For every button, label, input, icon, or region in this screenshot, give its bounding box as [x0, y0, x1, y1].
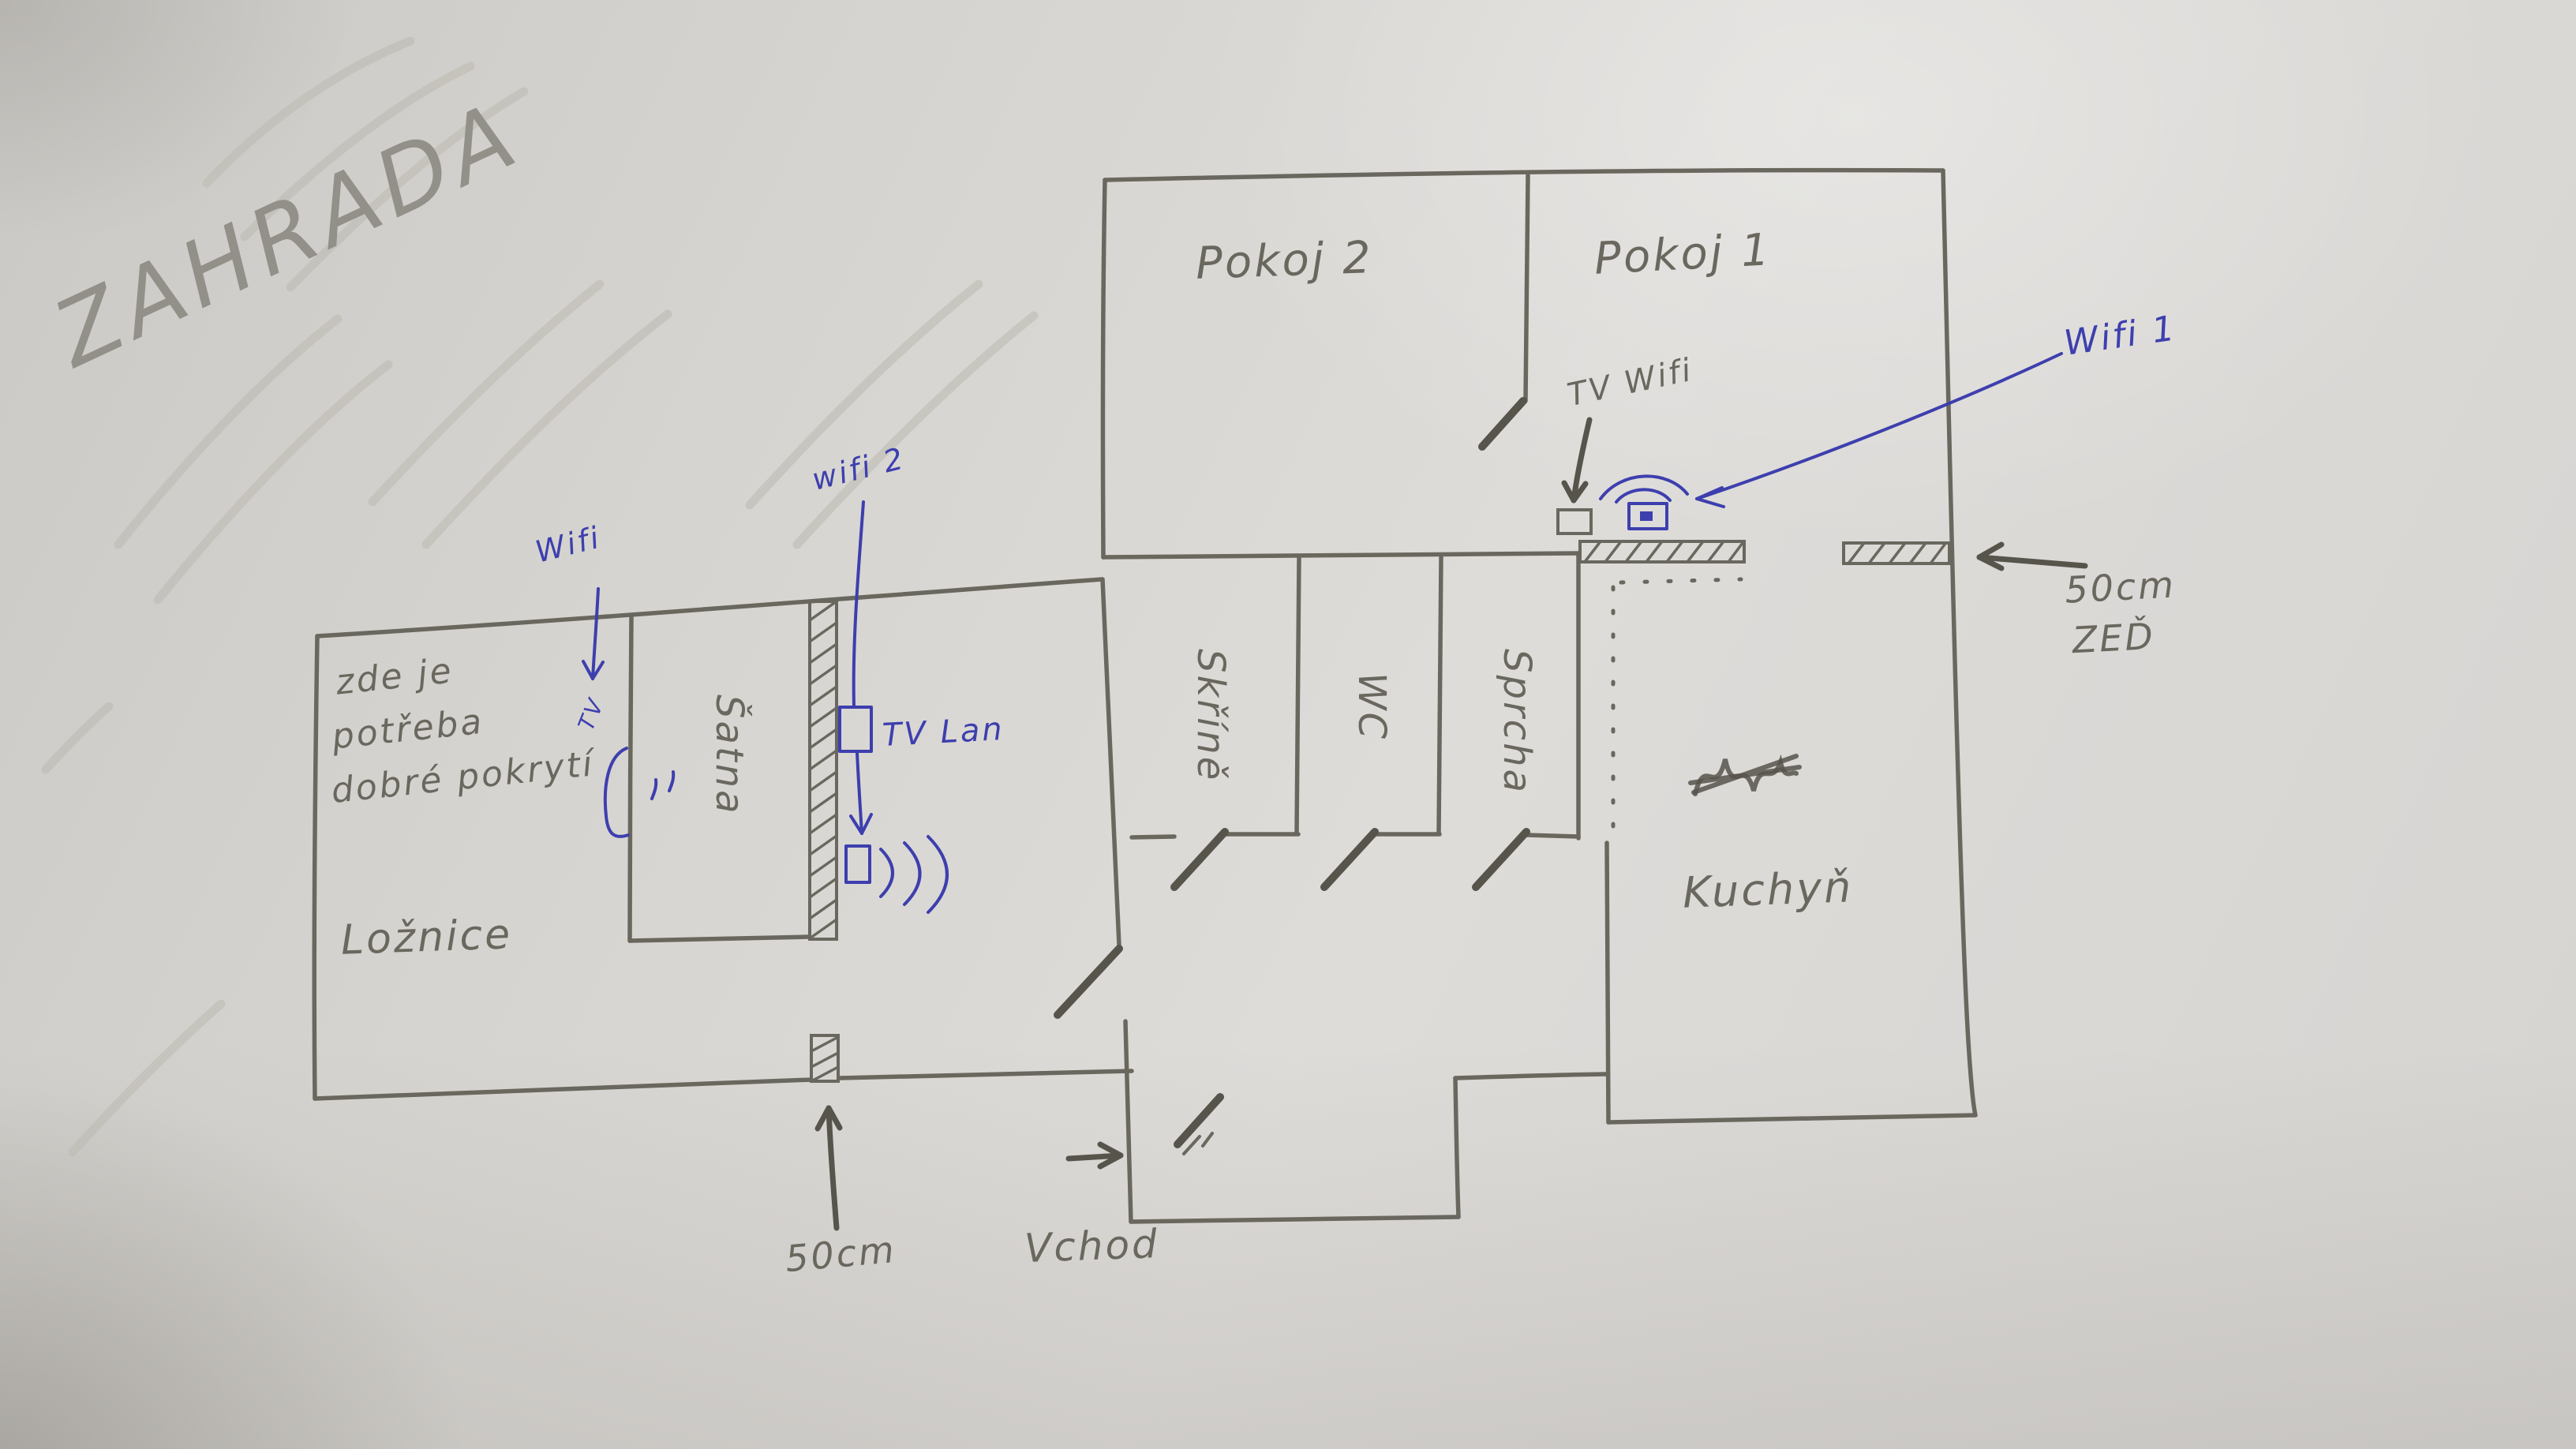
ink-tick-marks — [650, 770, 676, 800]
wifi-dome-arcs — [1599, 474, 1689, 504]
walls — [312, 167, 1978, 1224]
tv-bracket — [603, 747, 630, 838]
ink-annotations — [582, 352, 2063, 914]
door-swings — [1054, 397, 1530, 1155]
tv-lan-label: TV Lan — [881, 710, 1005, 754]
tv-lan-box — [838, 706, 873, 753]
pencil-scribbles — [41, 36, 1039, 1157]
router-led — [1640, 511, 1653, 521]
wall-50cm-label: 50cm ZEĎ — [2064, 559, 2180, 666]
kitchen-dotted-lines — [1611, 577, 1743, 844]
room2-label: Pokoj 2 — [1194, 232, 1374, 290]
bedroom-label: Ložnice — [340, 911, 514, 964]
tv-wifi-arrow — [1571, 417, 1593, 504]
wifi-arrow — [591, 587, 600, 680]
entrance-arrow — [1065, 1152, 1124, 1162]
wifi1-arrow — [1695, 352, 2063, 500]
room1-label: Pokoj 1 — [1593, 224, 1773, 285]
coverage-note: zde je potřeba dobré pokrytí — [329, 631, 597, 817]
closet-label: Šatna — [707, 695, 751, 816]
shower-label: Sprcha — [1495, 649, 1539, 795]
bottom-50cm-arrow — [826, 1105, 840, 1231]
signal-waves — [879, 835, 949, 914]
tv-box — [1556, 508, 1593, 535]
kitchen-crossed-out-word — [1688, 754, 1802, 796]
router-box — [1627, 502, 1668, 530]
wall-50cm-arrow — [1976, 554, 2088, 569]
wardrobes-label: Skříně — [1189, 649, 1233, 783]
wall-50cm-line1: 50cm — [2063, 563, 2177, 612]
wc-label: WC — [1350, 672, 1394, 741]
wifi2-line — [852, 500, 865, 707]
kitchen-label: Kuchyň — [1681, 862, 1855, 918]
wall-50cm-line2: ZEĎ — [2071, 615, 2157, 662]
wifi2-lower-line — [856, 751, 863, 835]
repeater-box — [844, 844, 871, 884]
pencil-annotations — [814, 417, 2088, 1231]
thick-hatched-walls — [808, 540, 1951, 1083]
entrance-label: Vchod — [1024, 1221, 1160, 1271]
